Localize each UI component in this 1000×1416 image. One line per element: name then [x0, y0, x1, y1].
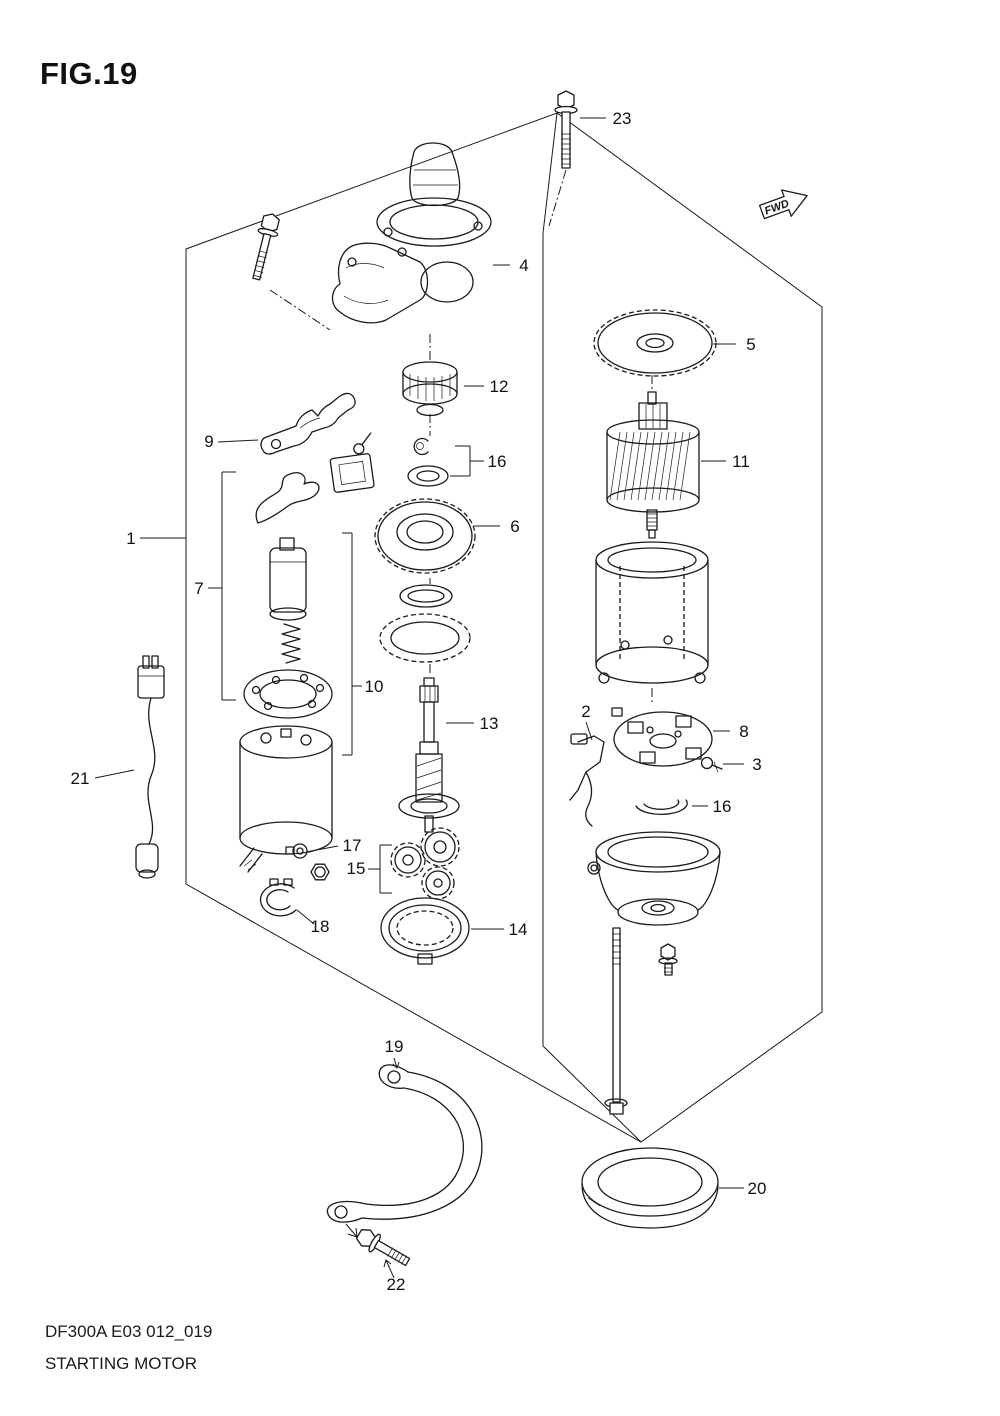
callout-4: 4	[519, 256, 528, 275]
callout-2: 2	[581, 702, 590, 721]
part-gasket-ring	[399, 584, 453, 608]
part-armature	[606, 391, 700, 539]
assembly-axis-lines	[269, 169, 653, 703]
part-flange-plate	[243, 669, 333, 719]
part-brush-plate	[611, 707, 713, 767]
callout-8: 8	[739, 722, 748, 741]
drawing-code: DF300A E03 012_019	[45, 1322, 213, 1341]
part-screw-small	[658, 943, 678, 976]
callout-14: 14	[509, 920, 528, 939]
callout-1: 1	[126, 529, 135, 548]
part-through-bolt	[604, 927, 628, 1115]
callout-16-upper: 16	[488, 452, 507, 471]
part-motor-housing	[595, 541, 709, 684]
part-cup-washer	[593, 309, 717, 377]
callout-22: 22	[387, 1275, 406, 1294]
part-cable	[135, 655, 165, 879]
callout-leaders	[94, 117, 744, 1279]
part-solenoid-assembly	[331, 142, 492, 324]
callout-17: 17	[343, 836, 362, 855]
part-plunger-group	[255, 472, 320, 664]
part-bolt-22	[355, 1229, 411, 1267]
part-end-cover	[587, 831, 721, 926]
part-pinion-gear	[402, 361, 458, 417]
callout-15: 15	[347, 859, 366, 878]
callout-12: 12	[490, 377, 509, 396]
isometric-outline	[185, 112, 823, 1143]
part-motor-body	[239, 725, 333, 881]
part-ring-seal	[581, 1147, 719, 1229]
callout-21: 21	[71, 769, 90, 788]
callout-9: 9	[204, 432, 213, 451]
callout-6: 6	[510, 517, 519, 536]
part-shim-washer	[635, 799, 688, 815]
callout-18: 18	[311, 917, 330, 936]
part-drive-shaft	[398, 677, 460, 833]
part-tooth-ring	[379, 613, 471, 663]
figure-title: FIG.19	[40, 56, 138, 91]
callout-7: 7	[194, 579, 203, 598]
part-clamp	[259, 878, 297, 917]
part-screw-3	[700, 756, 723, 773]
callout-3: 3	[752, 755, 761, 774]
part-knurled-nut	[374, 498, 476, 574]
callout-labels: 23 4 5 12 9 16 11 1 6 7 10 13 2 8 3 16 2…	[71, 109, 767, 1294]
callout-5: 5	[746, 335, 755, 354]
part-shift-lever	[260, 392, 356, 455]
part-bolt-left	[252, 213, 280, 281]
callout-16-lower: 16	[713, 797, 732, 816]
part-brush-lead	[569, 733, 605, 827]
part-strap	[326, 1064, 483, 1223]
part-bolt-23	[554, 90, 578, 169]
callout-23: 23	[613, 109, 632, 128]
part-idle-gears	[390, 827, 460, 900]
callout-20: 20	[748, 1179, 767, 1198]
fwd-arrow: FWD	[758, 189, 808, 220]
part-ring-gear	[380, 897, 470, 965]
part-ering-washer	[407, 437, 449, 487]
callout-19: 19	[385, 1037, 404, 1056]
callout-11: 11	[732, 452, 750, 471]
drawing-caption: STARTING MOTOR	[45, 1354, 198, 1373]
callout-13: 13	[480, 714, 499, 733]
callout-10: 10	[365, 677, 384, 696]
part-pivot-block	[329, 432, 375, 493]
